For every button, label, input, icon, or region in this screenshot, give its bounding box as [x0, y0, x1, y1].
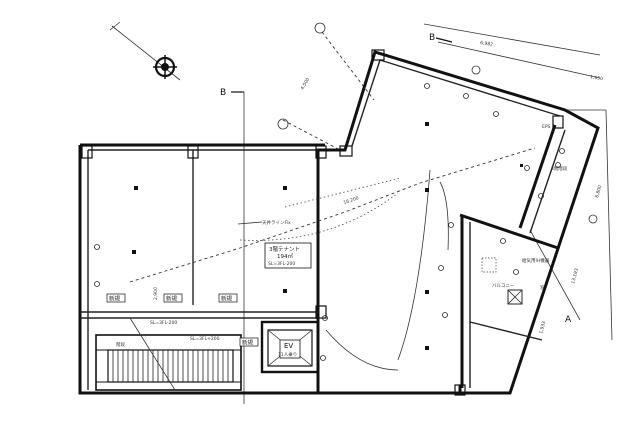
right-block-walls [318, 49, 600, 396]
balcony-label: バルコニー [492, 283, 515, 289]
eps-label: EPS [542, 124, 551, 130]
new-column-label-4: 新規 [242, 339, 254, 347]
dim-right-vertical: 6,800 [594, 184, 603, 198]
new-column-label-2: 新規 [166, 295, 178, 303]
window-label: 窓 [540, 284, 545, 291]
machine-label: 給気用IH機器 [522, 257, 550, 264]
sl-label-a: SL=3FL+200 [190, 336, 220, 342]
elevator-core: EV 11人乗り [260, 320, 320, 374]
tenant-label-sl: SL=3FL-200 [268, 261, 295, 267]
mechanical-equipment [481, 257, 523, 305]
stair-label: 階段 [116, 341, 125, 348]
dimension-labels: 6,982 1,650 4,500 6,800 13,193 1,933 2,9… [153, 40, 604, 334]
section-line-b: B B [220, 33, 453, 404]
new-column-label-1: 新規 [109, 295, 121, 303]
ceiling-light-markers [94, 83, 565, 361]
dim-right-vertical-b: 13,193 [570, 268, 580, 285]
tenant-label-box: 3階テナント 194㎡ SL=3FL-200 [264, 242, 312, 269]
dim-small-vertical: 2,900 [153, 287, 159, 300]
dashed-reference-lines: 16,200 [129, 147, 536, 371]
dim-top-right: 6,982 [480, 40, 494, 48]
ev-label: EV [284, 342, 293, 350]
dim-left-vertical: 4,500 [300, 77, 312, 91]
section-marker-b-top: B [429, 33, 435, 43]
tenant-label-name: 3階テナント [269, 245, 300, 253]
dim-top-right-b: 1,650 [590, 74, 604, 82]
stair-core [95, 317, 242, 391]
section-marker-b-left: B [220, 88, 226, 98]
dimension-lines [282, 23, 613, 341]
north-arrow-icon [109, 21, 181, 81]
dim-right-bottom: 1,933 [538, 320, 547, 334]
tenant-label-area: 194㎡ [277, 252, 293, 260]
sl-label-b: SL=3FL-200 [150, 320, 177, 326]
ceiling-line-label: 天井ラインFix [262, 219, 291, 226]
diagonal-dimension: 16,200 [343, 195, 360, 206]
ev-capacity-label: 11人乗り [278, 351, 297, 358]
fixture-markers [132, 122, 523, 350]
room-label-right: 3階階段 [551, 165, 568, 172]
grid-reference-markers [277, 22, 598, 224]
new-column-labels: 新規 新規 新規 新規 [106, 293, 259, 347]
annotations: 天井ラインFix SL=3FL+200 SL=3FL-200 バルコニー 給気用… [116, 124, 568, 348]
section-marker-a: A [565, 315, 572, 325]
new-column-label-3: 新規 [221, 295, 233, 303]
